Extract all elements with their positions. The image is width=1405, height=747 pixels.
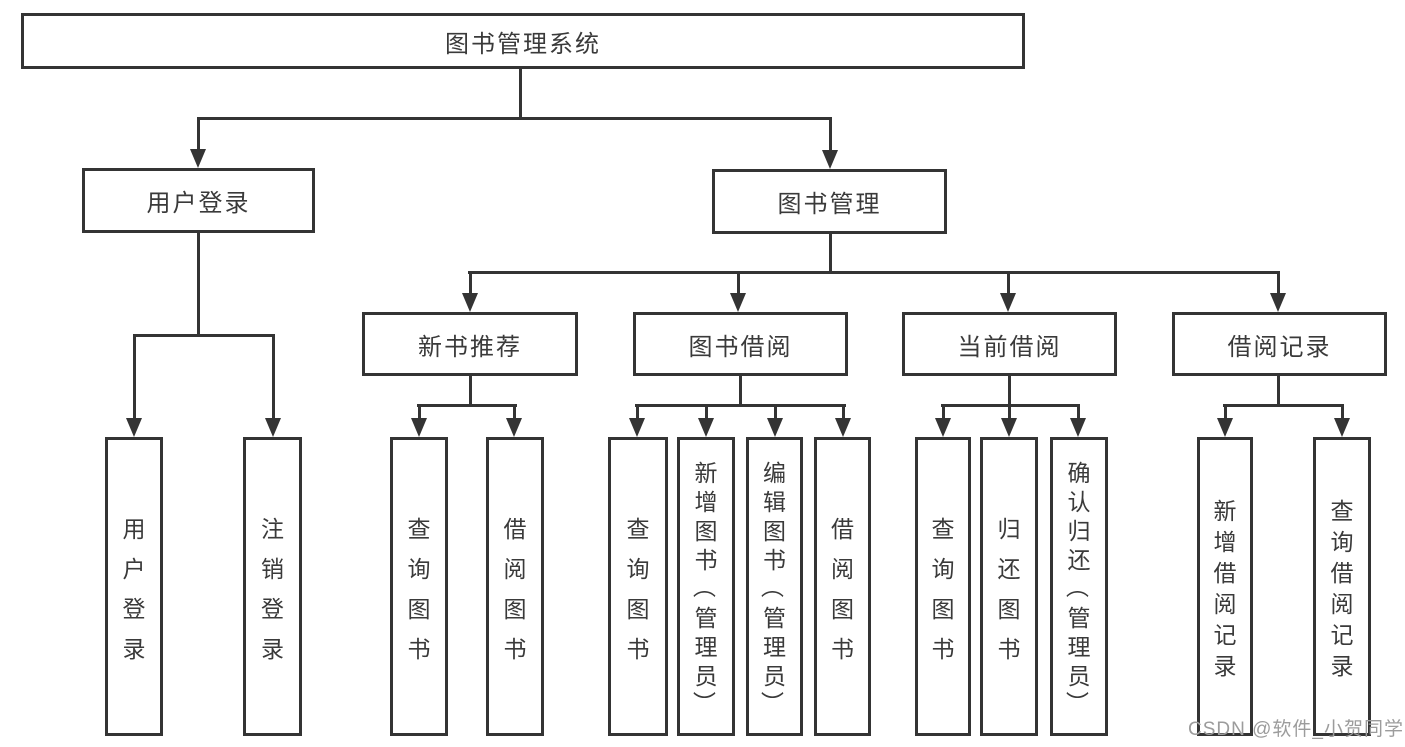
connector-line (1008, 376, 1011, 406)
connector-line (635, 404, 846, 407)
node-leaf-confirm-return-admin: 确认归还（管理员） (1050, 437, 1108, 736)
arrow-down-icon (1217, 418, 1233, 437)
connector-line (1077, 404, 1080, 421)
arrow-down-icon (1334, 418, 1350, 437)
connector-line (829, 117, 832, 151)
connector-line (469, 376, 472, 406)
connector-line (705, 404, 708, 421)
node-borrow-records: 借阅记录 (1172, 312, 1387, 376)
connector-line (636, 404, 639, 421)
node-leaf-borrow-books-1-label: 借阅图书 (503, 515, 527, 662)
connector-line (513, 404, 516, 421)
node-book-borrow: 图书借阅 (633, 312, 848, 376)
connector-line (468, 271, 1280, 274)
arrow-down-icon (1070, 418, 1086, 437)
node-new-book-recommend: 新书推荐 (362, 312, 578, 376)
node-leaf-query-borrow-record-label: 查询借阅记录 (1330, 498, 1354, 679)
node-leaf-logout: 注销登录 (243, 437, 302, 736)
arrow-down-icon (935, 418, 951, 437)
arrow-down-icon (767, 418, 783, 437)
node-current-borrow: 当前借阅 (902, 312, 1117, 376)
node-leaf-return-books-label: 归还图书 (997, 515, 1021, 662)
arrow-down-icon (822, 150, 838, 169)
connector-line (272, 334, 275, 419)
csdn-watermark: CSDN @软件_小贺同学 (1188, 719, 1404, 740)
node-leaf-add-borrow-record: 新增借阅记录 (1197, 437, 1253, 736)
arrow-down-icon (190, 149, 206, 168)
node-leaf-borrow-books-2: 借阅图书 (814, 437, 871, 736)
arrow-down-icon (265, 418, 281, 437)
node-leaf-query-books-3: 查询图书 (915, 437, 971, 736)
arrow-down-icon (835, 418, 851, 437)
connector-line (737, 271, 740, 295)
node-leaf-add-borrow-record-label: 新增借阅记录 (1213, 498, 1237, 679)
node-leaf-query-books-1-label: 查询图书 (407, 515, 431, 662)
node-user-login-label: 用户登录 (146, 190, 251, 217)
node-leaf-borrow-books-1: 借阅图书 (486, 437, 544, 736)
connector-line (1223, 404, 1344, 407)
connector-line (774, 404, 777, 421)
connector-line (469, 271, 472, 295)
node-leaf-edit-book-admin: 编辑图书（管理员） (746, 437, 803, 736)
connector-line (1007, 271, 1010, 295)
connector-line (197, 233, 200, 337)
arrow-down-icon (1270, 293, 1286, 312)
node-book-management: 图书管理 (712, 169, 947, 234)
connector-line (519, 69, 522, 119)
arrow-down-icon (1001, 418, 1017, 437)
node-leaf-query-books-1: 查询图书 (390, 437, 448, 736)
node-leaf-query-books-2-label: 查询图书 (626, 515, 650, 662)
node-root-label: 图书管理系统 (445, 30, 601, 58)
node-leaf-add-book-admin: 新增图书（管理员） (677, 437, 735, 736)
node-borrow-records-label: 借阅记录 (1227, 333, 1332, 361)
node-leaf-add-book-admin-label: 新增图书（管理员） (691, 459, 718, 715)
node-leaf-return-books: 归还图书 (980, 437, 1038, 736)
node-leaf-query-borrow-record: 查询借阅记录 (1313, 437, 1371, 736)
arrow-down-icon (126, 418, 142, 437)
node-book-management-label: 图书管理 (777, 191, 882, 218)
connector-line (133, 334, 275, 337)
node-leaf-query-books-3-label: 查询图书 (931, 515, 955, 662)
connector-line (417, 404, 517, 407)
arrow-down-icon (698, 418, 714, 437)
connector-line (197, 117, 200, 150)
node-root: 图书管理系统 (21, 13, 1025, 69)
arrow-down-icon (629, 418, 645, 437)
node-leaf-user-login: 用户登录 (105, 437, 163, 736)
node-leaf-borrow-books-2-label: 借阅图书 (831, 515, 854, 662)
connector-line (829, 234, 832, 273)
arrow-down-icon (506, 418, 522, 437)
connector-line (133, 334, 136, 419)
node-current-borrow-label: 当前借阅 (957, 333, 1062, 361)
connector-line (842, 404, 845, 421)
node-leaf-user-login-label: 用户登录 (122, 515, 146, 662)
arrow-down-icon (462, 293, 478, 312)
node-new-book-recommend-label: 新书推荐 (418, 333, 522, 361)
node-leaf-edit-book-admin-label: 编辑图书（管理员） (759, 459, 787, 715)
connector-line (1277, 271, 1280, 295)
node-leaf-confirm-return-admin-label: 确认归还（管理员） (1064, 459, 1091, 715)
connector-line (1277, 376, 1280, 406)
connector-line (1341, 404, 1344, 421)
node-leaf-query-books-2: 查询图书 (608, 437, 668, 736)
connector-line (1008, 404, 1011, 421)
connector-line (739, 376, 742, 406)
arrow-down-icon (1000, 293, 1016, 312)
node-user-login: 用户登录 (82, 168, 315, 233)
arrow-down-icon (411, 418, 427, 437)
node-book-borrow-label: 图书借阅 (688, 333, 793, 361)
arrow-down-icon (730, 293, 746, 312)
connector-line (1224, 404, 1227, 421)
node-leaf-logout-label: 注销登录 (261, 515, 284, 662)
connector-line (418, 404, 421, 421)
connector-line (197, 117, 831, 120)
connector-line (942, 404, 945, 421)
